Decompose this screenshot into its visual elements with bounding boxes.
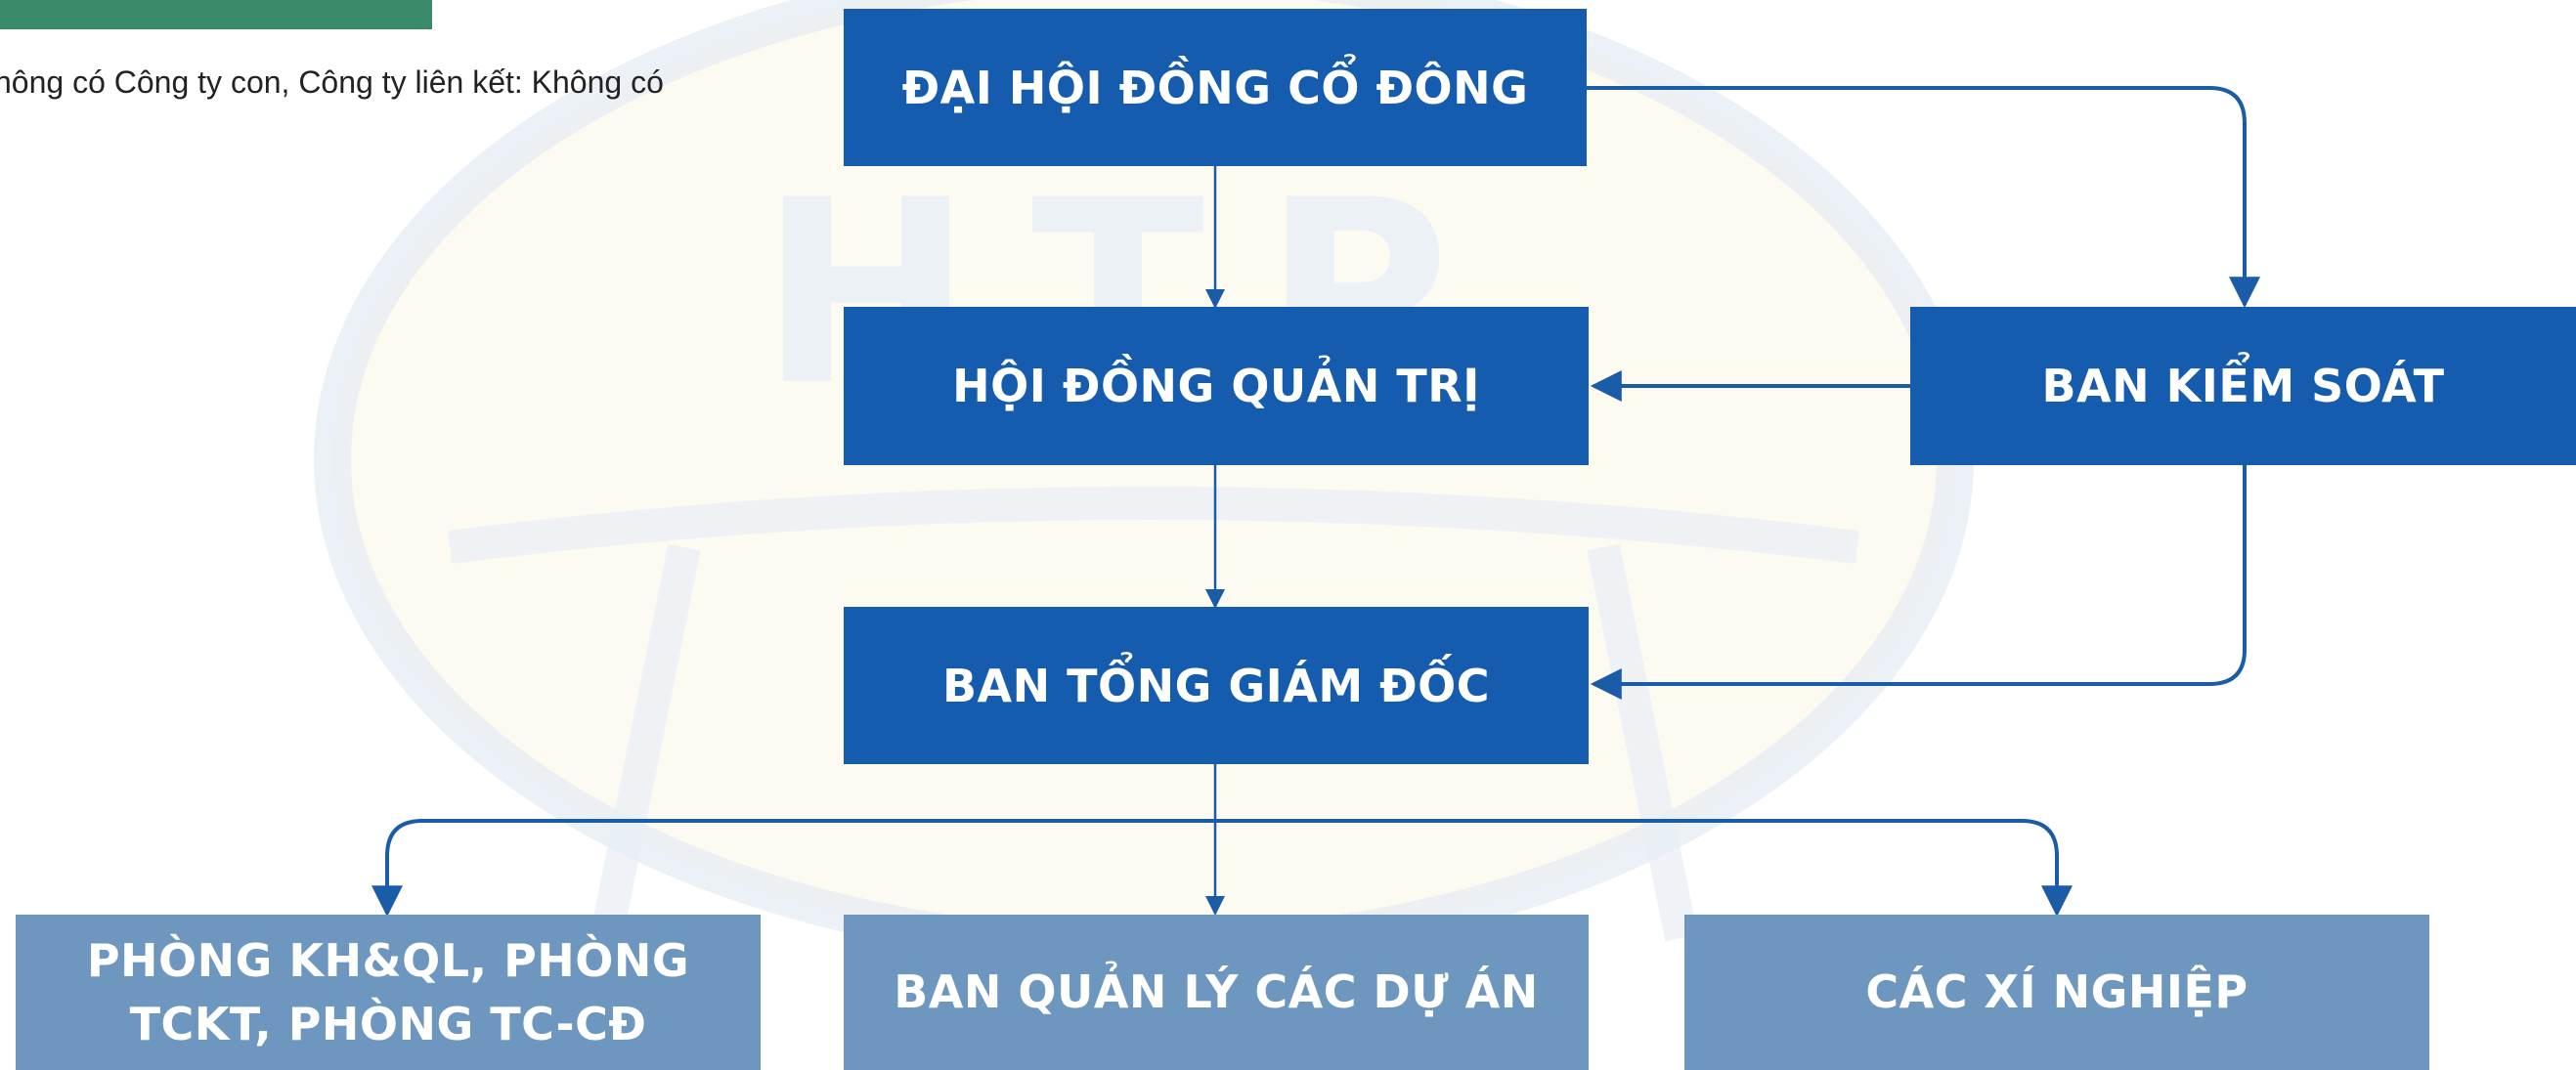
box-departments-label-line2: TCKT, PHÒNG TC-CĐ [129, 997, 647, 1050]
subsidiary-note: hông có Công ty con, Công ty liên kết: K… [0, 64, 664, 100]
box-enterprises: CÁC XÍ NGHIỆP [1684, 915, 2429, 1070]
box-project-management-label: BAN QUẢN LÝ CÁC DỰ ÁN [894, 965, 1539, 1019]
box-project-management: BAN QUẢN LÝ CÁC DỰ ÁN [844, 915, 1589, 1070]
connector-supervisory-to-executive [1590, 465, 2247, 700]
header-accent-bar [0, 0, 432, 29]
box-enterprises-label: CÁC XÍ NGHIỆP [1865, 965, 2249, 1019]
box-executive-board-label: BAN TỔNG GIÁM ĐỐC [941, 659, 1491, 712]
box-supervisory-board: BAN KIỂM SOÁT [1910, 307, 2576, 465]
box-board-of-directors: HỘI ĐỒNG QUẢN TRỊ [844, 307, 1589, 465]
connector-to-enterprises [1215, 819, 2073, 918]
box-supervisory-board-label: BAN KIỂM SOÁT [2041, 360, 2445, 412]
box-departments: PHÒNG KH&QL, PHÒNG TCKT, PHÒNG TC-CĐ [16, 915, 761, 1070]
box-executive-board: BAN TỔNG GIÁM ĐỐC [844, 607, 1589, 764]
box-general-meeting: ĐẠI HỘI ĐỒNG CỔ ĐÔNG [844, 9, 1587, 166]
box-general-meeting-label: ĐẠI HỘI ĐỒNG CỔ ĐÔNG [901, 61, 1529, 114]
connector-to-departments [371, 819, 1215, 918]
box-departments-label-line1: PHÒNG KH&QL, PHÒNG [86, 934, 690, 988]
box-board-of-directors-label: HỘI ĐỒNG QUẢN TRỊ [952, 360, 1480, 412]
